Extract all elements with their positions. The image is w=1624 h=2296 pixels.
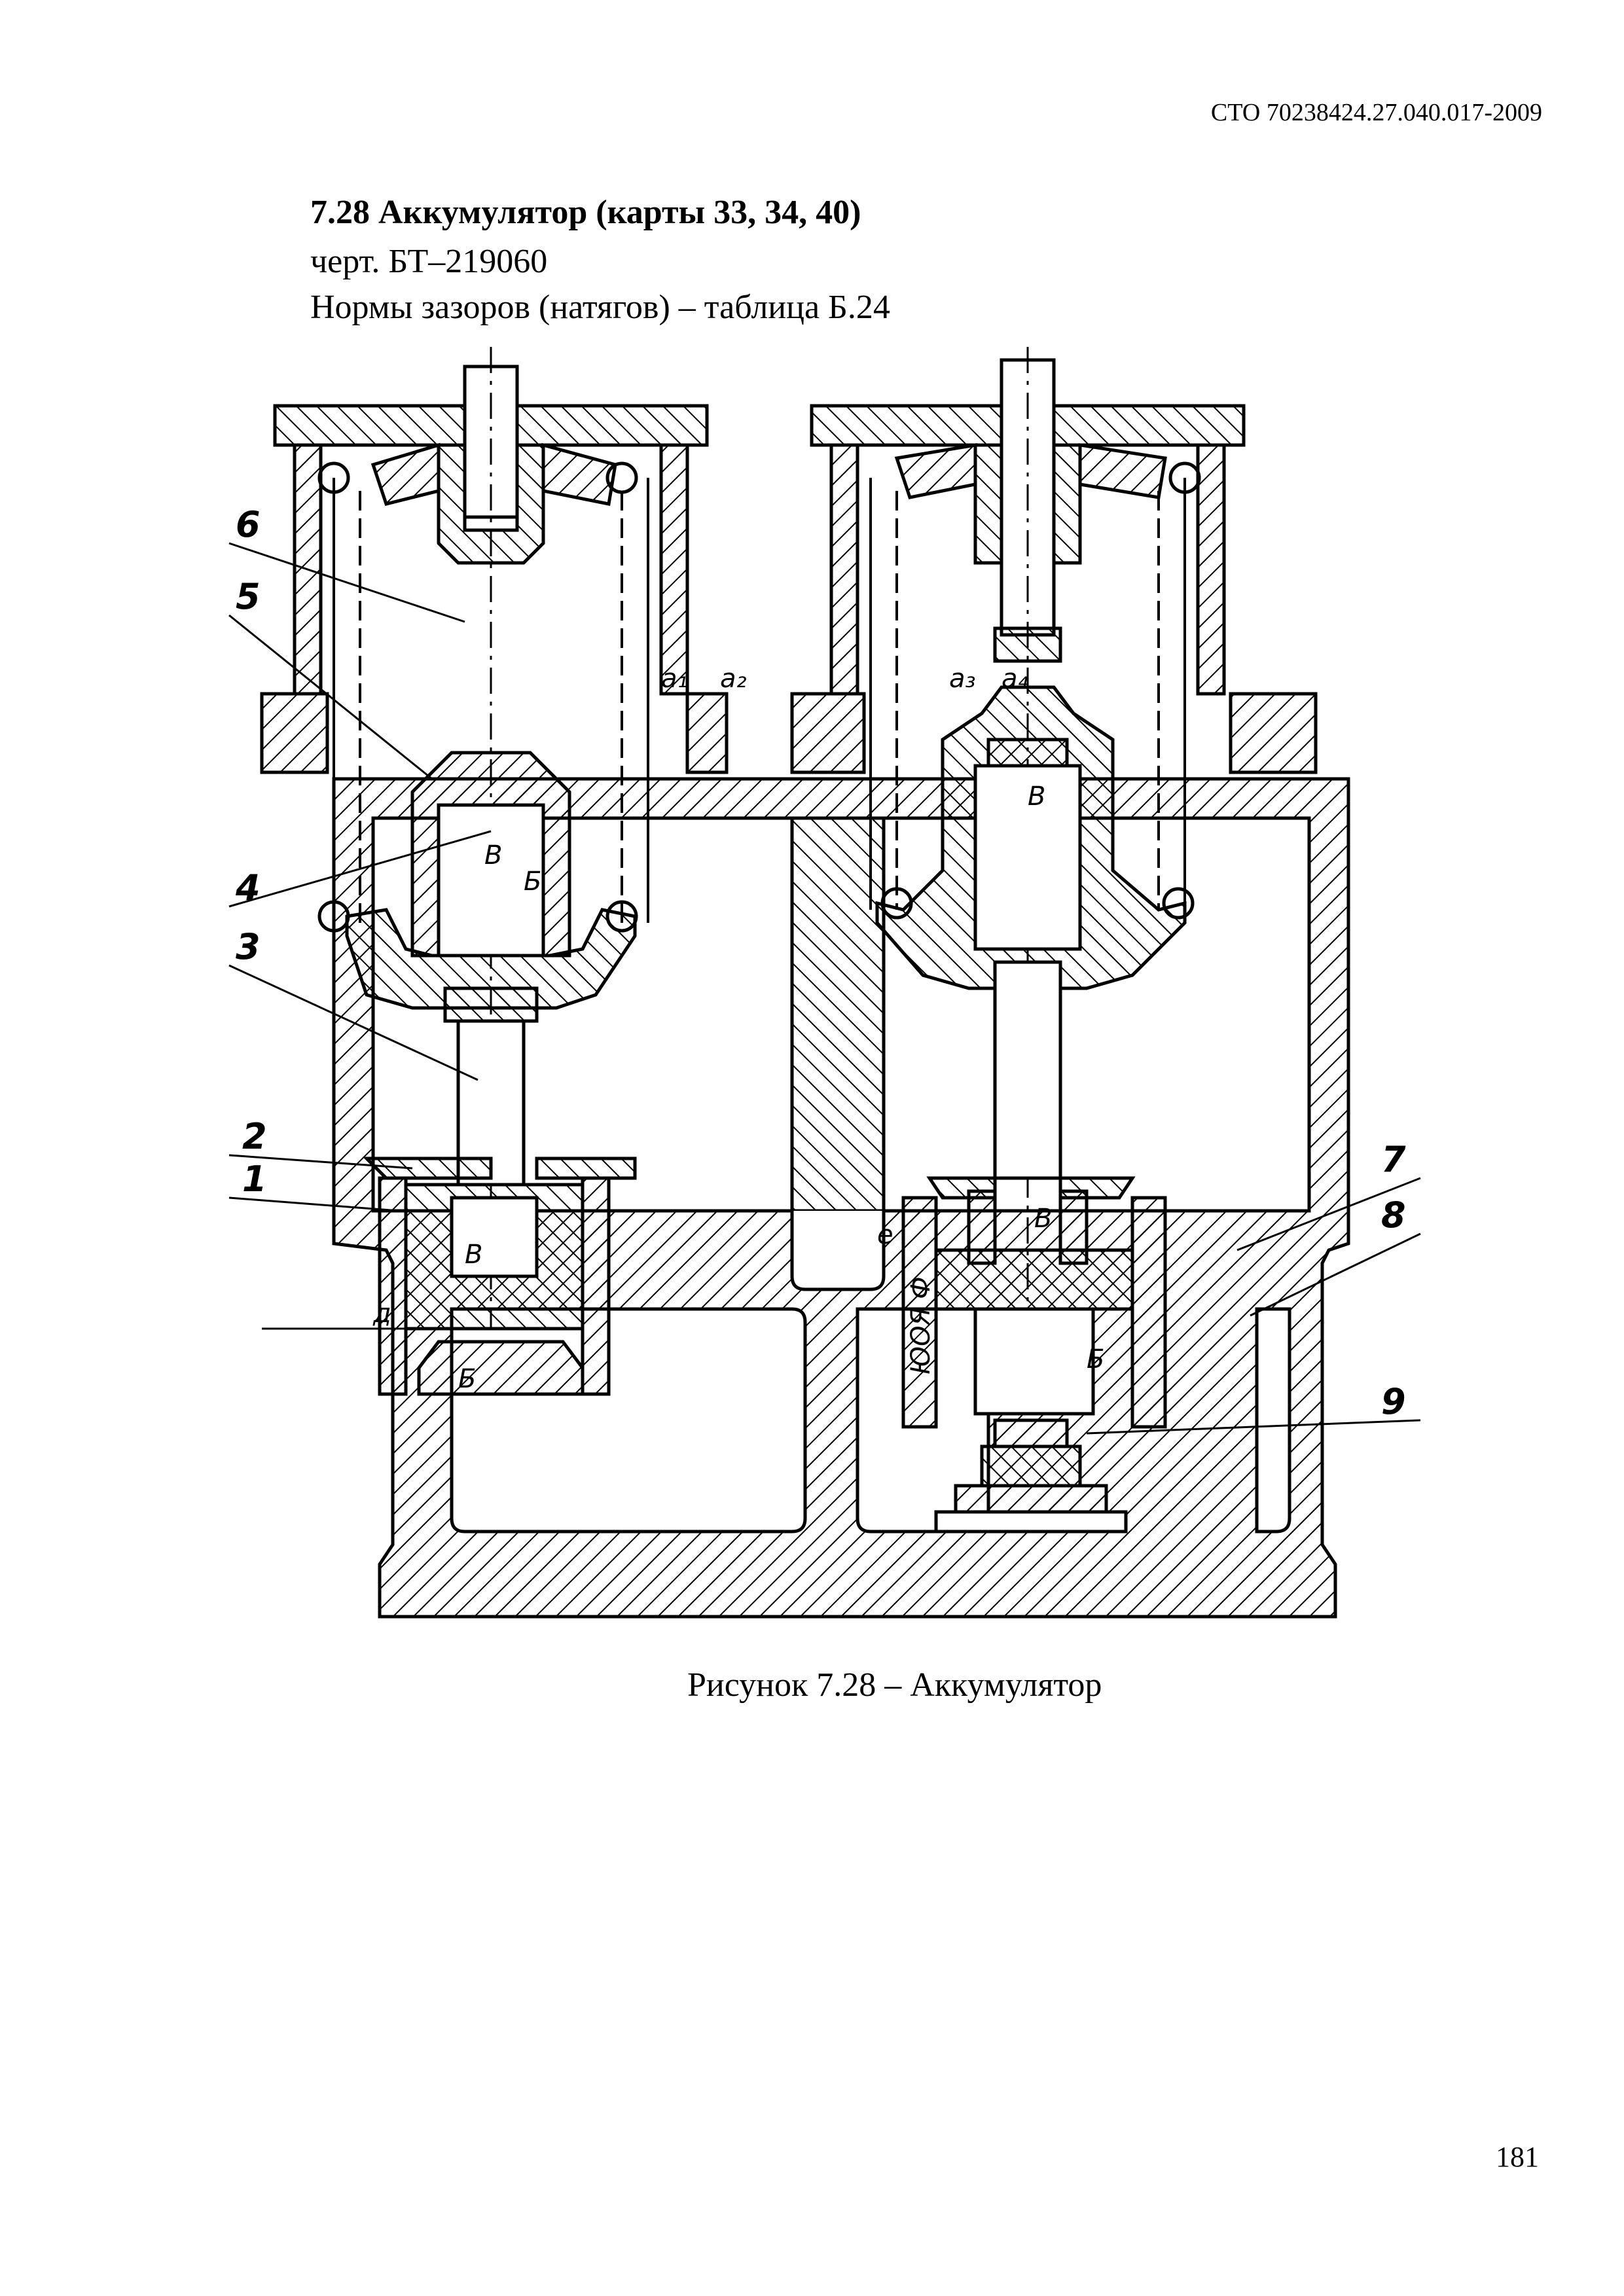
zone-label-a2: а₂ (720, 664, 747, 694)
document-code: СТО 70238424.27.040.017-2009 (1210, 99, 1542, 126)
zone-label-v4: В (1034, 1204, 1052, 1234)
zone-label-v1: В (484, 840, 502, 870)
callout-5: 5 (236, 576, 261, 617)
callout-8: 8 (1381, 1194, 1406, 1236)
callout-4: 4 (235, 867, 261, 908)
zone-label-d: д (372, 1299, 391, 1329)
zone-label-a3: а₃ (949, 664, 976, 694)
zone-label-b2: Б (458, 1364, 476, 1394)
callout-1: 1 (242, 1158, 267, 1200)
callout-6: 6 (236, 504, 261, 545)
zone-label-a1: а₁ (661, 664, 688, 694)
section-title: 7.28 Аккумулятор (карты 33, 34, 40) (310, 194, 861, 231)
callout-2: 2 (242, 1116, 267, 1157)
callout-9: 9 (1381, 1381, 1406, 1422)
zone-label-b1: Б (524, 867, 541, 897)
zone-label-e: е (877, 1220, 893, 1250)
zone-label-v3: В (1028, 781, 1045, 812)
callout-3: 3 (236, 926, 261, 967)
zone-label-b3: Б (1087, 1344, 1104, 1374)
zone-label-v2: В (465, 1240, 482, 1270)
part-marking: ЮОЯ Ф (906, 1276, 936, 1374)
zone-label-a4: а₄ (1001, 664, 1028, 694)
accumulator-drawing: 6 5 4 3 2 1 7 8 9 В Б В Б В В Б д е а₁ а… (216, 347, 1434, 1643)
drawing-reference: черт. БТ–219060 (310, 243, 548, 280)
page-number: 181 (1496, 2141, 1539, 2173)
figure-caption: Рисунок 7.28 – Аккумулятор (687, 1666, 1102, 1704)
callout-7: 7 (1381, 1139, 1406, 1180)
norms-reference: Нормы зазоров (натягов) – таблица Б.24 (310, 289, 890, 326)
